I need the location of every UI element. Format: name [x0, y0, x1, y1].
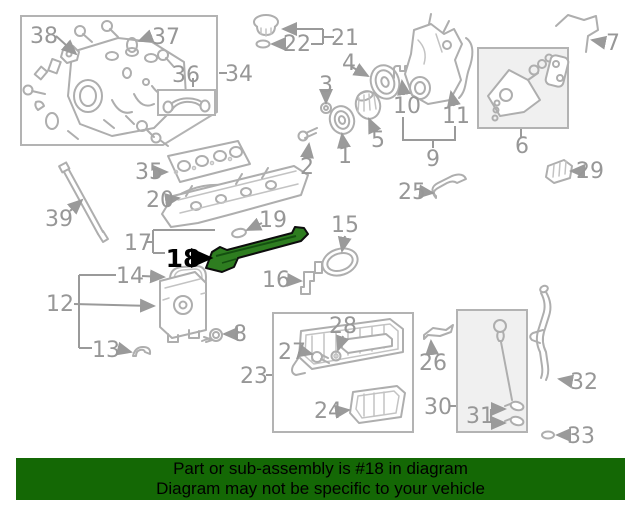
- guide-rod-39-drawing: [58, 161, 109, 243]
- chain-cover-9-drawing: [404, 13, 474, 105]
- part-label-26[interactable]: 26: [419, 351, 447, 376]
- part-label-39[interactable]: 39: [45, 207, 73, 232]
- part-label-10[interactable]: 10: [393, 94, 421, 119]
- part-label-28[interactable]: 28: [329, 314, 357, 339]
- part-label-12[interactable]: 12: [46, 292, 74, 317]
- banner-line-1: Part or sub-assembly is #18 in diagram: [173, 459, 468, 478]
- part-label-21[interactable]: 21: [331, 26, 359, 51]
- part-label-35[interactable]: 35: [135, 160, 163, 185]
- clip-25-drawing: [431, 173, 467, 199]
- part-label-36[interactable]: 36: [172, 63, 200, 88]
- part-label-19[interactable]: 19: [259, 208, 287, 233]
- leader-lines: [55, 22, 608, 442]
- part-label-6[interactable]: 6: [515, 134, 529, 159]
- part-label-9[interactable]: 9: [426, 147, 440, 172]
- cover-gasket-11-drawing: [458, 37, 474, 99]
- part-label-37[interactable]: 37: [152, 25, 180, 50]
- timing-cover-12-drawing: [159, 271, 207, 343]
- oval-gasket-15-drawing: [321, 247, 359, 277]
- part-label-20[interactable]: 20: [146, 188, 174, 213]
- guide-tube-32-drawing: [529, 284, 552, 381]
- part-label-2[interactable]: 2: [300, 155, 314, 180]
- part-label-34[interactable]: 34: [225, 62, 253, 87]
- part-label-5[interactable]: 5: [371, 128, 385, 153]
- bracket-16-drawing: [300, 261, 323, 295]
- part-label-8[interactable]: 8: [233, 322, 247, 347]
- bolt-8-drawing: [201, 328, 223, 343]
- part-label-17[interactable]: 17: [124, 231, 152, 256]
- bracket-7-drawing: [555, 14, 599, 53]
- part-label-27[interactable]: 27: [278, 340, 306, 365]
- part-label-13[interactable]: 13: [92, 338, 120, 363]
- clip-13-drawing: [132, 346, 152, 357]
- part-label-4[interactable]: 4: [342, 51, 356, 76]
- banner-line-2: Diagram may not be specific to your vehi…: [156, 479, 485, 498]
- plug-gasket-28-drawing: [330, 350, 342, 362]
- part-label-38[interactable]: 38: [30, 24, 58, 49]
- grommet-19-drawing: [231, 227, 247, 239]
- part-label-30[interactable]: 30: [424, 395, 452, 420]
- crank-parts-drawing: [297, 64, 401, 142]
- part-label-3[interactable]: 3: [319, 73, 333, 98]
- part-label-18-highlighted[interactable]: 18: [166, 244, 201, 273]
- part-label-16[interactable]: 16: [262, 268, 290, 293]
- oring-33-drawing: [541, 430, 555, 440]
- part-label-11[interactable]: 11: [442, 104, 470, 129]
- clip-26-drawing: [423, 324, 454, 340]
- part-label-23[interactable]: 23: [240, 364, 268, 389]
- part-labels: 1 2 3 4 5 6 7 8 9 10 11 12 13 14 15 16 1…: [30, 24, 620, 449]
- highlighted-gasket-18-drawing[interactable]: [205, 226, 309, 273]
- diagram-notice-banner: Part or sub-assembly is #18 in diagram D…: [16, 458, 625, 500]
- part-label-33[interactable]: 33: [567, 424, 595, 449]
- plug-gasket-28-inner: [333, 353, 339, 359]
- lower-oil-pan-24-drawing: [349, 385, 406, 424]
- part-label-1[interactable]: 1: [338, 144, 352, 169]
- part-label-32[interactable]: 32: [570, 370, 598, 395]
- part-label-29[interactable]: 29: [576, 159, 604, 184]
- stopper-29-drawing: [545, 159, 573, 184]
- oil-cap-21-22-drawing: [253, 14, 279, 49]
- part-label-22[interactable]: 22: [283, 32, 311, 57]
- engine-parts-diagram: 1 2 3 4 5 6 7 8 9 10 11 12 13 14 15 16 1…: [20, 13, 620, 449]
- part-label-24[interactable]: 24: [314, 399, 342, 424]
- part-label-15[interactable]: 15: [331, 213, 359, 238]
- valve-cover-17-drawing: [161, 165, 309, 228]
- hose-36-box: [157, 89, 216, 116]
- mount-bracket-6-box: [477, 47, 570, 129]
- part-label-31[interactable]: 31: [466, 404, 494, 429]
- part-label-7[interactable]: 7: [606, 31, 620, 56]
- part-label-14[interactable]: 14: [116, 264, 144, 289]
- part-label-25[interactable]: 25: [398, 180, 426, 205]
- manifold-gasket-35-drawing: [167, 140, 251, 183]
